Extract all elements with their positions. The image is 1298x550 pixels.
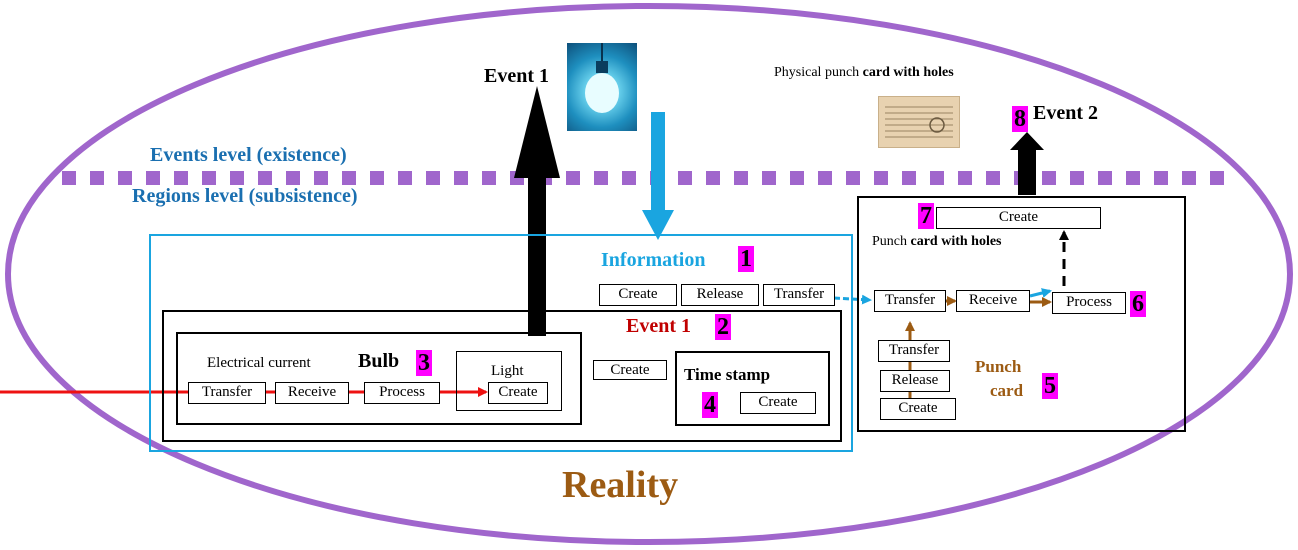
- marker-2: 2: [715, 314, 731, 340]
- marker-8: 8: [1012, 106, 1028, 132]
- punch-card-icon: [878, 96, 960, 148]
- light-frame: [456, 351, 562, 411]
- bulb-label: Bulb: [358, 350, 400, 372]
- reality-label: Reality: [562, 464, 679, 506]
- info-create-box: Create: [599, 284, 677, 306]
- punch-card-holes-prefix: Punch: [872, 234, 907, 249]
- time-stamp-create-box: Create: [740, 392, 816, 414]
- event2-top-label: Event 2: [1033, 102, 1098, 124]
- bulb-frame: [176, 332, 582, 425]
- pc-create-top-box: Create: [936, 207, 1101, 229]
- punch-card-holes-bold: card with holes: [910, 234, 1002, 249]
- punch-card-line2: card: [990, 381, 1024, 400]
- punch-card-frame: [857, 196, 1186, 432]
- card-transfer-box: Transfer: [878, 340, 950, 362]
- reality-ellipse: [5, 3, 1293, 545]
- marker-4: 4: [702, 392, 718, 418]
- time-stamp-frame: [675, 351, 830, 426]
- bulb-receive-box: Receive: [275, 382, 349, 404]
- event2-up-arrow: [1010, 132, 1044, 195]
- light-bulb-glyph: [585, 43, 619, 113]
- info-release-box: Release: [681, 284, 759, 306]
- electrical-current-label: Electrical current: [207, 355, 311, 371]
- pc-transfer-box: Transfer: [874, 290, 946, 312]
- pc-process-box: Process: [1052, 292, 1126, 314]
- light-bulb-icon: [567, 43, 637, 131]
- info-down-arrow: [642, 112, 674, 240]
- card-create-box: Create: [880, 398, 956, 420]
- marker-7: 7: [918, 203, 934, 229]
- information-label: Information: [601, 249, 706, 271]
- card-release-box: Release: [880, 370, 950, 392]
- info-transfer-box: Transfer: [763, 284, 835, 306]
- event1-up-arrow: [514, 86, 560, 336]
- time-stamp-label: Time stamp: [684, 365, 771, 384]
- events-level-label: Events level (existence): [150, 144, 347, 166]
- physical-card-bold: card with holes: [862, 65, 954, 80]
- pc-receive-box: Receive: [956, 290, 1030, 312]
- physical-card-label: Physical punch card with holes: [774, 66, 954, 80]
- event-create-box: Create: [593, 360, 667, 380]
- light-create-box: Create: [488, 382, 548, 404]
- marker-5: 5: [1042, 373, 1058, 399]
- bulb-process-box: Process: [364, 382, 440, 404]
- bulb-transfer-box: Transfer: [188, 382, 266, 404]
- event1-frame: [162, 310, 842, 442]
- marker-1: 1: [738, 246, 754, 272]
- punch-card-glyph: [885, 106, 953, 138]
- punch-card-line1: Punch: [975, 357, 1022, 376]
- information-frame: [149, 234, 853, 452]
- event1-top-label: Event 1: [484, 65, 549, 87]
- physical-card-prefix: Physical punch: [774, 65, 860, 80]
- punch-card-holes-label: Punch card with holes: [872, 235, 1002, 249]
- event1-inner-label: Event 1: [626, 315, 691, 337]
- regions-level-label: Regions level (subsistence): [132, 185, 358, 207]
- light-label: Light: [491, 363, 524, 379]
- marker-3: 3: [416, 350, 432, 376]
- pc-receive-process-blue-arrow: [1029, 288, 1052, 298]
- marker-6: 6: [1130, 291, 1146, 317]
